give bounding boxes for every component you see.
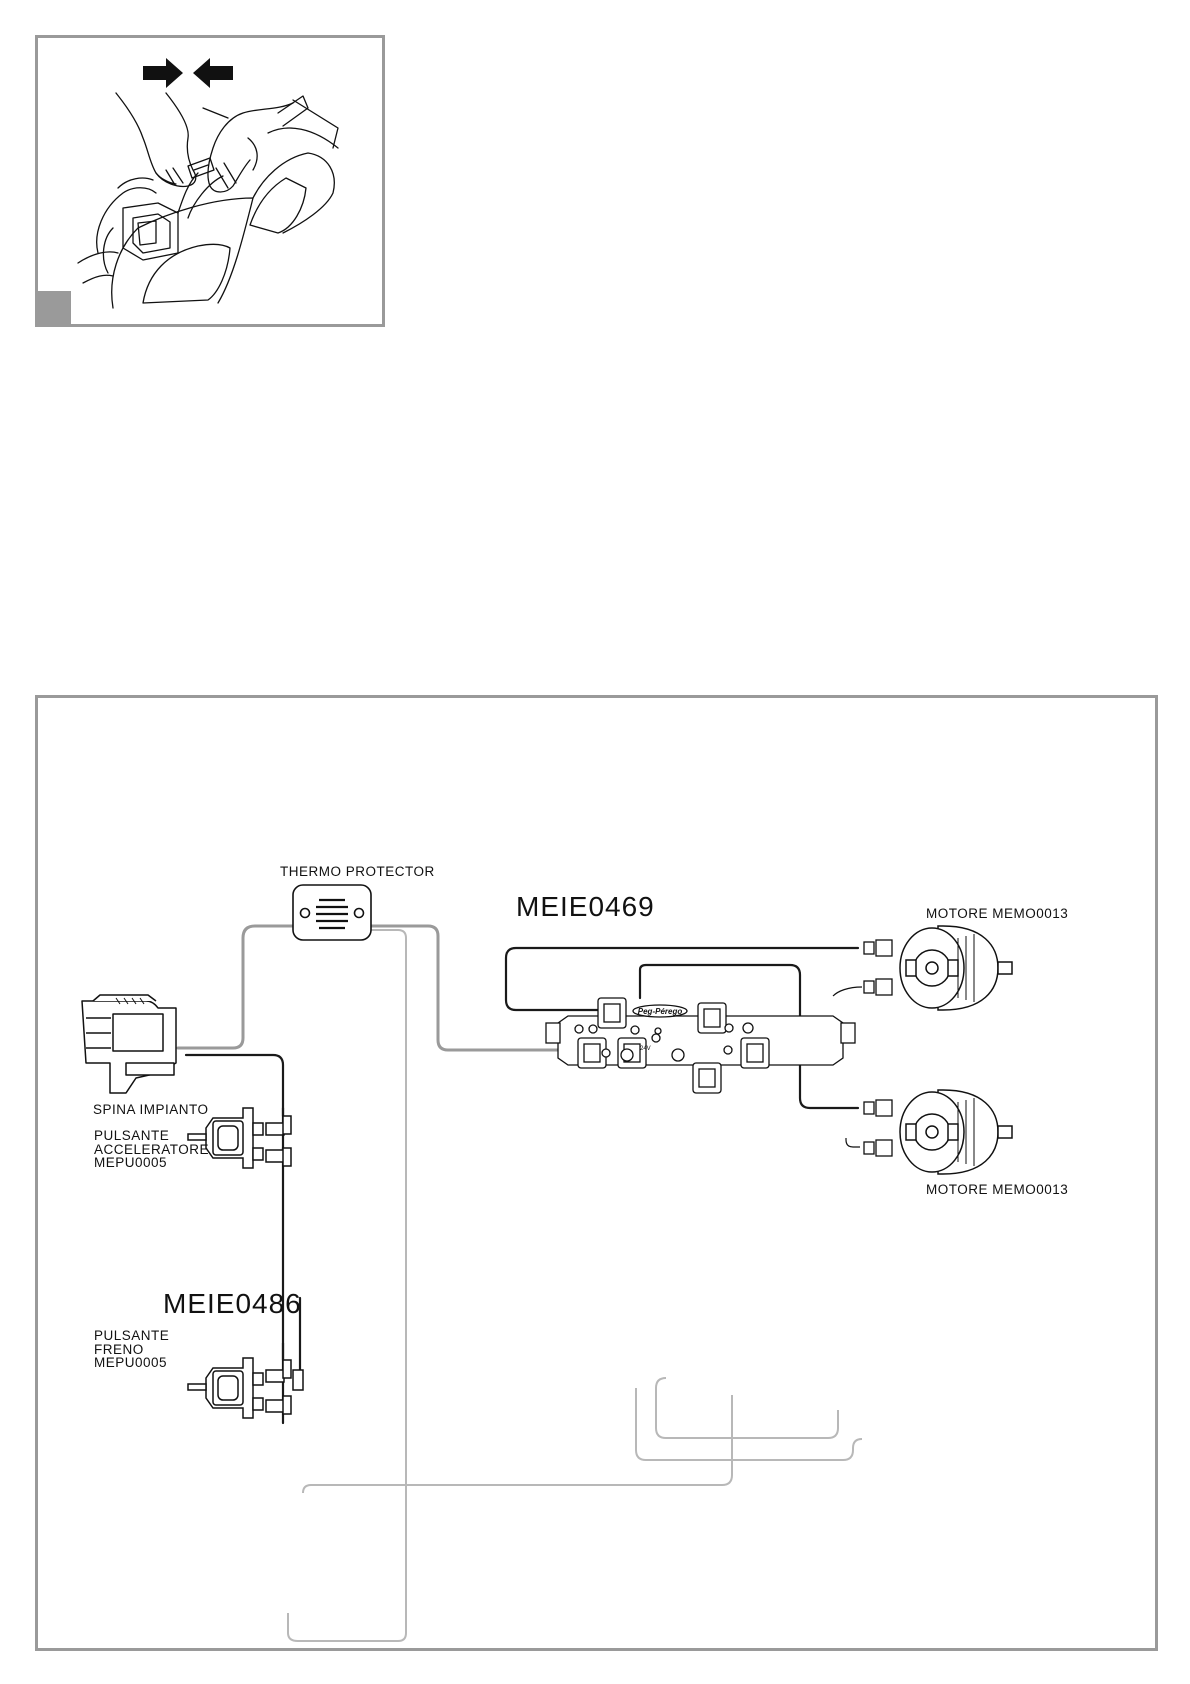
arrow-right-icon	[143, 58, 183, 88]
svg-text:24V: 24V	[640, 1046, 651, 1052]
wire-board-motor-bottom	[636, 1388, 862, 1460]
brake-button-line2: FRENO	[94, 1343, 169, 1357]
system-plug	[82, 995, 176, 1093]
harness-buttons-label: MEIE0486	[163, 1290, 302, 1318]
accelerator-button-line2: ACCELERATORE	[94, 1143, 209, 1157]
arrow-left-icon	[193, 58, 233, 88]
hands-connecting-plug-drawing	[38, 38, 382, 324]
motor-top	[900, 926, 1012, 1010]
thermo-protector	[293, 885, 371, 940]
brake-button-line3: MEPU0005	[94, 1356, 169, 1370]
wire-board-motor-top	[506, 948, 858, 1010]
brake-button-label: PULSANTE FRENO MEPU0005	[94, 1329, 169, 1370]
control-board: 24V	[546, 998, 855, 1093]
board-logo: Peg-Pérego	[638, 1007, 683, 1016]
harness-main-label: MEIE0469	[516, 893, 655, 921]
motor-bottom-label: MOTORE MEMO0013	[926, 1183, 1068, 1197]
wire-plug-thermo	[178, 926, 296, 1048]
wire-thermo-button-loop	[288, 930, 406, 1641]
accelerator-button-label: PULSANTE ACCELERATORE MEPU0005	[94, 1129, 209, 1170]
thermo-protector-label: THERMO PROTECTOR	[280, 865, 435, 879]
wiring-diagram: 24V Peg-Pérego	[35, 695, 1158, 1651]
motor-bottom	[900, 1090, 1012, 1174]
brake-button	[188, 1343, 303, 1418]
system-plug-label: SPINA IMPIANTO	[93, 1103, 209, 1117]
step-marker	[38, 291, 71, 324]
wiring-diagram-drawing: 24V Peg-Pérego	[38, 698, 1155, 1648]
accelerator-button-line3: MEPU0005	[94, 1156, 209, 1170]
accelerator-button-line1: PULSANTE	[94, 1129, 209, 1143]
wire-thermo-board	[368, 926, 558, 1050]
wire-board-loop	[656, 1378, 838, 1438]
assembly-illustration	[35, 35, 385, 327]
motor-top-label: MOTORE MEMO0013	[926, 907, 1068, 921]
wire-button-board	[303, 1395, 732, 1493]
brake-button-line1: PULSANTE	[94, 1329, 169, 1343]
